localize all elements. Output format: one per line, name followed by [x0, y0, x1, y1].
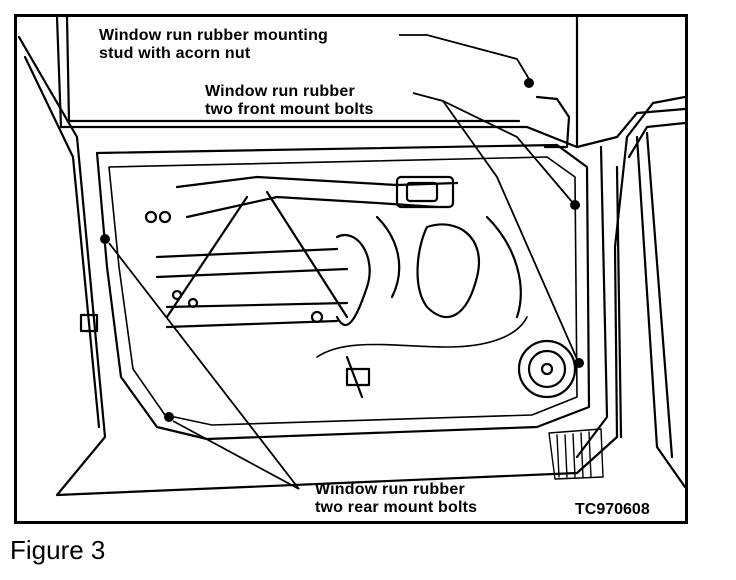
- bolt-front-lower: [574, 358, 584, 368]
- figure-frame: Window run rubber mounting stud with aco…: [14, 14, 688, 524]
- figure-caption: Figure 3: [10, 535, 106, 565]
- inner-panel: [95, 143, 591, 441]
- speaker: [517, 339, 577, 399]
- leader-rear-2: [172, 420, 300, 490]
- callout-top-stud: Window run rubber mounting stud with aco…: [99, 27, 328, 63]
- callout-front-line2: two front mount bolts: [205, 101, 374, 118]
- callout-rear-bolts: Window run rubber two rear mount bolts: [315, 481, 477, 517]
- door-outline: [17, 35, 685, 497]
- leader-front-2: [442, 100, 578, 360]
- figure-code: TC970608: [575, 501, 650, 518]
- leader-top: [399, 34, 530, 80]
- bolt-top-stud: [524, 78, 534, 88]
- bolt-rear-upper: [100, 234, 110, 244]
- callout-rear-line1: Window run rubber: [315, 481, 465, 498]
- door-diagram: [17, 17, 685, 497]
- callout-front-line1: Window run rubber: [205, 83, 355, 100]
- window-frame: [55, 17, 579, 149]
- callout-top-line1: Window run rubber mounting: [99, 27, 329, 44]
- callout-top-line2: stud with acorn nut: [99, 45, 251, 62]
- callout-front-bolts: Window run rubber two front mount bolts: [205, 83, 374, 119]
- callout-rear-line2: two rear mount bolts: [315, 499, 478, 516]
- leader-rear-1: [108, 242, 300, 490]
- grille: [548, 428, 604, 480]
- leader-front-1: [412, 92, 574, 204]
- bolt-rear-lower: [164, 412, 174, 422]
